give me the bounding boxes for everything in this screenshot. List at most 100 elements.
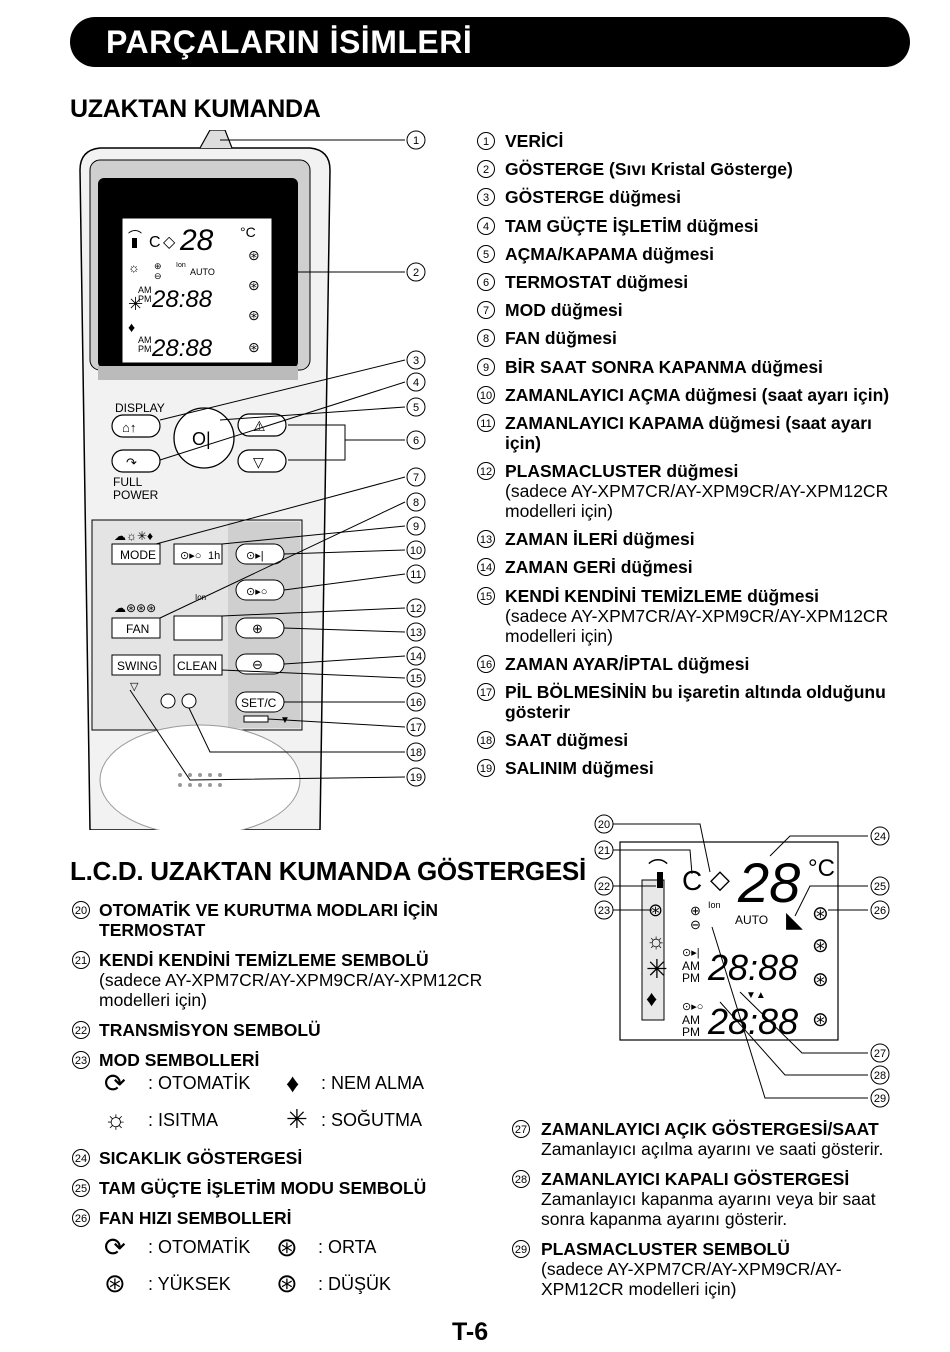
svg-text:28:88: 28:88 [707, 947, 798, 988]
mode-cool-label: : SOĞUTMA [321, 1110, 423, 1130]
svg-text:PM: PM [682, 1025, 700, 1039]
item-number: 26 [72, 1209, 90, 1227]
item-description: (sadece AY-XPM7CR/AY-XPM9CR/AY-XPM12CR m… [505, 605, 889, 646]
fan-mid-icon: ⊛ [276, 1232, 298, 1262]
item-title: SALINIM düğmesi [505, 758, 654, 779]
svg-text:⊛: ⊛ [248, 247, 260, 263]
svg-text:SET/C: SET/C [241, 696, 277, 710]
plasmacluster-button [173, 615, 223, 641]
item-title: MOD SEMBOLLERİ [99, 1050, 260, 1070]
svg-text:CLEAN: CLEAN [177, 659, 217, 673]
lcd-illustration: ⌒ C ◇ 28 °C ⊛ ⊕ ⊖ Ion AUTO ◣ ⊛ ☼ ✳ ♦ ⊙▸|… [594, 814, 890, 1108]
svg-text:4: 4 [413, 377, 419, 389]
svg-text:AM: AM [138, 335, 152, 345]
svg-text:PM: PM [138, 344, 152, 354]
svg-text:AM: AM [138, 285, 152, 295]
item-number: 21 [72, 951, 90, 969]
item-number: 14 [477, 558, 495, 577]
fan-low-icon: ⊛ [276, 1268, 298, 1298]
item-title: TERMOSTAT düğmesi [505, 271, 689, 292]
item-title: SICAKLIK GÖSTERGESİ [99, 1148, 303, 1168]
item-number: 12 [477, 462, 495, 481]
item-title: OTOMATİK VE KURUTMA MODLARI İÇİN TERMOST… [99, 900, 438, 940]
item-title: FAN HIZI SEMBOLLERİ [99, 1208, 292, 1228]
svg-text:⌒: ⌒ [128, 229, 142, 245]
svg-text:▼: ▼ [280, 715, 290, 726]
item-title: PLASMACLUSTER SEMBOLÜ [541, 1239, 790, 1259]
svg-text:AM: AM [682, 1013, 700, 1027]
item-number: 8 [477, 329, 495, 348]
svg-text:⊛: ⊛ [812, 903, 829, 925]
svg-text:23: 23 [598, 905, 610, 917]
item-description: (sadece AY-XPM7CR/AY-XPM9CR/AY-XPM12CR m… [99, 970, 483, 1010]
item-title: SAAT düğmesi [505, 730, 629, 751]
svg-text:28: 28 [737, 851, 800, 914]
list-item: 10 ZAMANLAYICI AÇMA düğmesi (saat ayarı i… [477, 385, 897, 405]
fan-button [111, 617, 161, 639]
svg-text:☁⊛⊛⊛: ☁⊛⊛⊛ [114, 601, 156, 615]
item-title: KENDİ KENDİNİ TEMİZLEME düğmesi [505, 585, 820, 606]
fan-auto-label: : OTOMATİK [148, 1237, 251, 1257]
item-number: 10 [477, 385, 495, 404]
item-title: GÖSTERGE (Sıvı Kristal Gösterge) [505, 159, 793, 180]
svg-text:⊙▸|: ⊙▸| [682, 947, 700, 959]
page-number: T-6 [452, 1318, 489, 1346]
item-title: VERİCİ [505, 131, 564, 151]
list-item: 12 PLASMACLUSTER düğmesi(sadece AY-XPM7CR… [477, 461, 897, 521]
temp-up-button [237, 413, 287, 437]
svg-text:FAN: FAN [126, 622, 149, 636]
item-number: 20 [72, 901, 90, 919]
item-number: 22 [72, 1021, 90, 1039]
svg-text:⊙▸|: ⊙▸| [246, 550, 264, 562]
item-number: 3 [477, 188, 495, 207]
svg-text:PM: PM [138, 294, 152, 304]
svg-text:18: 18 [410, 747, 422, 759]
item-description: Zamanlayıcı kapanma ayarını veya bir saa… [541, 1189, 876, 1229]
item-title: ZAMAN İLERİ düğmesi [505, 529, 695, 550]
svg-text:22: 22 [598, 881, 610, 893]
svg-text:⊙▸○: ⊙▸○ [180, 550, 201, 562]
item-title: ZAMANLAYICI KAPAMA düğmesi (saat ayarı i… [505, 412, 872, 453]
remote-control-illustration: ⌒ C ◇ 28 °C ☼ ⊕ ⊖ Ion AUTO ✳ AM PM 28:88… [79, 130, 426, 830]
item-description: (sadece AY-XPM7CR/AY-XPM9CR/AY-XPM12CR m… [541, 1259, 842, 1299]
svg-text:Ion: Ion [176, 262, 186, 269]
svg-text:⊕: ⊕ [252, 621, 263, 636]
list-item: 24 SICAKLIK GÖSTERGESİ [72, 1148, 502, 1168]
clock-button [181, 693, 197, 709]
power-button [173, 407, 235, 469]
svg-text:28:88: 28:88 [151, 286, 213, 313]
svg-text:☼: ☼ [646, 928, 666, 953]
fan-high-icon: ⊛ [104, 1268, 126, 1298]
svg-text:10: 10 [410, 545, 422, 557]
item-title: KENDİ KENDİNİ TEMİZLEME SEMBOLÜ [99, 950, 429, 970]
svg-text:⚠: ⚠ [253, 418, 266, 434]
item-description: (sadece AY-XPM7CR/AY-XPM9CR/AY-XPM12CR m… [505, 481, 889, 522]
item-number: 9 [477, 357, 495, 376]
item-title: ZAMANLAYICI AÇMA düğmesi (saat ayarı içi… [505, 384, 890, 405]
item-number: 29 [512, 1240, 530, 1258]
item-title: ZAMAN GERİ düğmesi [505, 557, 693, 578]
item-number: 2 [477, 160, 495, 179]
item-number: 24 [72, 1149, 90, 1167]
item-number: 5 [477, 244, 495, 263]
svg-text:▽: ▽ [130, 681, 139, 693]
svg-text:6: 6 [413, 435, 419, 447]
svg-text:AUTO: AUTO [190, 267, 215, 277]
svg-text:17: 17 [410, 722, 422, 734]
clean-button [173, 654, 223, 676]
item-title: PLASMACLUSTER düğmesi [505, 461, 739, 482]
svg-text:DISPLAY: DISPLAY [115, 401, 165, 415]
